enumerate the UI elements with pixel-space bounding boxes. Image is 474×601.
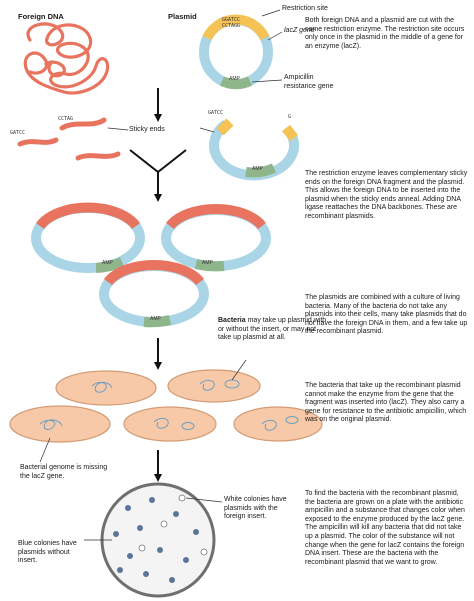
amp-tag-2: AMP (252, 166, 263, 172)
sticky-ends-label: Sticky ends (129, 126, 165, 133)
restriction-site-segment (202, 14, 270, 41)
merge-arrow (129, 149, 187, 202)
plasmid-original (199, 9, 283, 90)
bacteria-label: Bacteria may take up plasmid with or wit… (218, 317, 328, 343)
amp-tag-3: AMP (102, 260, 113, 266)
blue-colonies-label: Blue colonies have plasmids without inse… (18, 540, 77, 564)
sticky-end-c: CCTAG (58, 116, 74, 122)
recombinant-plasmid-3 (99, 259, 209, 328)
petri-plate (84, 482, 223, 598)
white-colonies-label: White colonies have plasmids with the fo… (224, 496, 287, 520)
bacterial-genome-label: Bacterial genome is missing the lacZ gen… (20, 464, 108, 480)
plasmid-header: Plasmid (168, 12, 197, 21)
step-5-description: To find the bacteria with the recombinan… (305, 490, 465, 566)
restriction-site-label: Restriction site (282, 5, 328, 12)
bacterial-genomes (39, 359, 299, 463)
step-4-description: The bacteria that take up the recombinan… (305, 382, 467, 424)
site-bottom-strand: CCTAGG (222, 23, 241, 29)
foreign-dna-tangle (23, 22, 110, 95)
plasmid-sticky-end-2: G (288, 114, 292, 120)
bacterium (9, 405, 111, 443)
bacteria-culture (9, 369, 323, 443)
step-3-description: The plasmids are combined with a culture… (305, 294, 468, 336)
bacterium (233, 406, 323, 442)
ampicillin-gene-label: Ampicillin resistance gene (284, 74, 334, 90)
white-colonies (138, 494, 208, 556)
recombinant-plasmid-2 (161, 203, 271, 272)
site-sequence: GGATCC CCTAGG (222, 17, 240, 29)
bacteria-bold: Bacteria (218, 317, 246, 324)
dna-fragments (17, 117, 129, 161)
sticky-end-a: GATCC (10, 130, 26, 136)
amp-tag-5: AMP (150, 316, 161, 322)
site-top-strand: GGATCC (222, 17, 241, 23)
amp-tag-1: AMP (229, 76, 240, 82)
step-1-description: Both foreign DNA and a plasmid are cut w… (305, 17, 465, 50)
plasmid-opened (199, 118, 299, 181)
step-2-description: The restriction enzyme leaves complement… (305, 170, 468, 220)
bacteria-text: may take up plasmid with or without the … (218, 317, 327, 341)
plasmid-sticky-end: GATCC (208, 110, 224, 116)
recombinant-plasmid-1 (31, 202, 145, 273)
blue-colonies (113, 497, 199, 583)
amp-segment (219, 76, 253, 90)
lacz-gene-label: lacZ gene (284, 27, 315, 34)
foreign-dna-header: Foreign DNA (18, 12, 64, 21)
amp-tag-4: AMP (202, 260, 213, 266)
bacterium (123, 406, 217, 442)
